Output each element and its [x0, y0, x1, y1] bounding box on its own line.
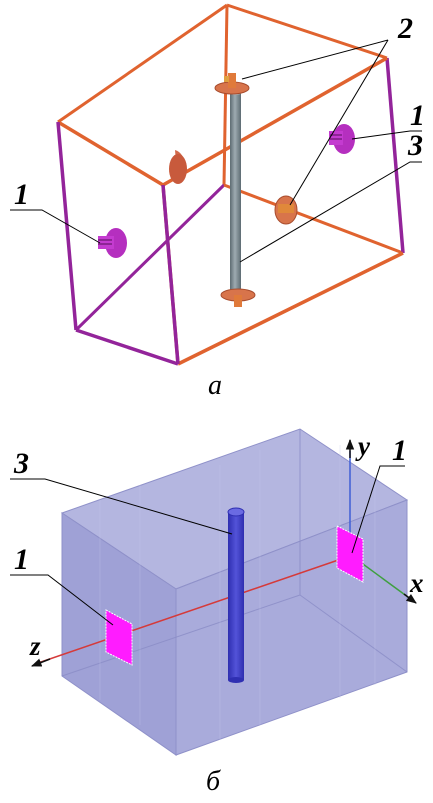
rod-b	[227, 507, 245, 683]
rod-a	[230, 91, 241, 297]
box-hidden-edges	[61, 429, 408, 677]
axis-label-x: x	[409, 568, 424, 598]
caption-a: а	[208, 370, 222, 401]
axis-label-z: z	[29, 631, 41, 661]
leader-lines-b	[10, 465, 405, 626]
leader-lines-a	[10, 39, 422, 263]
port-left-a	[98, 228, 127, 258]
bottom-feed-pin	[220, 288, 256, 307]
caption-b: б	[206, 766, 221, 797]
panel-a: 1 1 2 3 а	[10, 3, 425, 401]
port-right-a	[329, 124, 355, 154]
back-disk-face	[169, 154, 187, 184]
callout-2-a: 2	[397, 12, 413, 45]
callout-1-right-b: 1	[392, 434, 407, 467]
z-axis-arrow	[31, 658, 51, 667]
callout-3-b: 3	[13, 447, 29, 480]
frame-front-face	[56, 120, 180, 366]
z-axis-line	[37, 555, 351, 664]
port-left-b	[105, 609, 133, 666]
top-feed-pin	[214, 73, 250, 95]
side-feed-pin	[274, 195, 298, 225]
callout-3-a: 3	[407, 129, 423, 162]
axis-label-y: y	[355, 431, 371, 461]
x-axis-arrow	[403, 593, 417, 604]
panel-b: 3 1 1 y x z б	[10, 428, 424, 797]
callout-1-left-b: 1	[14, 543, 29, 576]
callout-1-left-a: 1	[14, 178, 29, 211]
callout-1-right-a: 1	[410, 99, 425, 132]
